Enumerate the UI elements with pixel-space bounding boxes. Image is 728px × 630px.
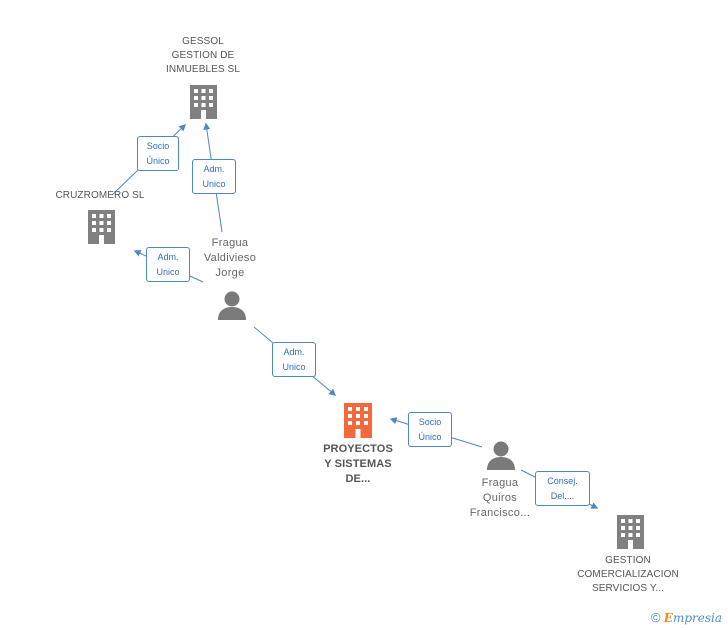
node-label-proyectos[interactable]: PROYECTOS Y SISTEMAS DE... xyxy=(298,442,418,487)
building-icon[interactable] xyxy=(88,210,115,244)
node-label-cruzromero[interactable]: CRUZROMERO SL xyxy=(40,189,160,203)
badge-line: Del.... xyxy=(550,491,575,501)
edge-badge-cruzromero-gessol[interactable]: Socio Único xyxy=(137,136,179,171)
badge-line: Único xyxy=(418,432,442,442)
label-line: DE... xyxy=(345,473,371,485)
label-line: SERVICIOS Y... xyxy=(592,583,664,594)
label-line: INMUEBLES SL xyxy=(165,64,240,75)
label-line: Jorge xyxy=(215,267,245,279)
badge-line: Adm. xyxy=(283,347,305,357)
edge-badge-fragua-valdivieso-gessol[interactable]: Adm. Unico xyxy=(192,159,236,194)
badge-line: Socio xyxy=(146,141,170,151)
label-line: Fragua xyxy=(481,477,519,489)
badge-line: Consej. xyxy=(547,476,578,486)
building-icon[interactable] xyxy=(190,85,217,119)
label-line: CRUZROMERO SL xyxy=(55,190,145,201)
badge-line: Socio xyxy=(418,417,442,427)
person-icon[interactable] xyxy=(487,441,515,471)
edge-badge-fragua-valdivieso-cruzromero[interactable]: Adm. Unico xyxy=(146,247,190,282)
copyright-icon: © xyxy=(650,610,661,625)
badge-line: Adm. xyxy=(203,164,225,174)
node-label-fragua-quiros[interactable]: Fragua Quiros Francisco... xyxy=(450,476,550,521)
label-line: GESSOL xyxy=(182,36,224,47)
label-line: GESTION DE xyxy=(171,50,235,61)
badge-line: Unico xyxy=(202,179,226,189)
badge-line: Unico xyxy=(156,267,180,277)
person-icon[interactable] xyxy=(218,291,246,321)
brand-initial: E xyxy=(663,611,673,625)
node-label-gessol[interactable]: GESSOL GESTION DE INMUEBLES SL xyxy=(143,35,263,77)
badge-line: Unico xyxy=(282,362,306,372)
label-line: Francisco... xyxy=(469,507,531,519)
label-line: Fragua xyxy=(211,237,249,249)
label-line: Quiros xyxy=(482,492,518,504)
edge-badge-fragua-quiros-proyectos[interactable]: Socio Único xyxy=(408,412,452,447)
edge-badge-fragua-valdivieso-proyectos[interactable]: Adm. Unico xyxy=(272,342,316,377)
building-icon[interactable] xyxy=(617,515,644,549)
label-line: PROYECTOS xyxy=(323,443,393,455)
empresia-logo[interactable]: © Empresia xyxy=(651,610,722,625)
edge-badge-fragua-quiros-gestion[interactable]: Consej. Del.... xyxy=(535,471,590,506)
building-icon[interactable] xyxy=(344,403,372,438)
label-line: Valdivieso xyxy=(203,252,257,264)
badge-line: Único xyxy=(146,156,170,166)
label-line: Y SISTEMAS xyxy=(324,458,392,470)
label-line: COMERCIALIZACION xyxy=(577,569,679,580)
label-line: GESTION xyxy=(605,555,651,566)
brand-name: mpresia xyxy=(672,611,722,625)
badge-line: Adm. xyxy=(157,252,179,262)
node-label-fragua-valdivieso[interactable]: Fragua Valdivieso Jorge xyxy=(180,236,280,281)
node-label-gestion-comercializacion[interactable]: GESTION COMERCIALIZACION SERVICIOS Y... xyxy=(568,554,688,596)
